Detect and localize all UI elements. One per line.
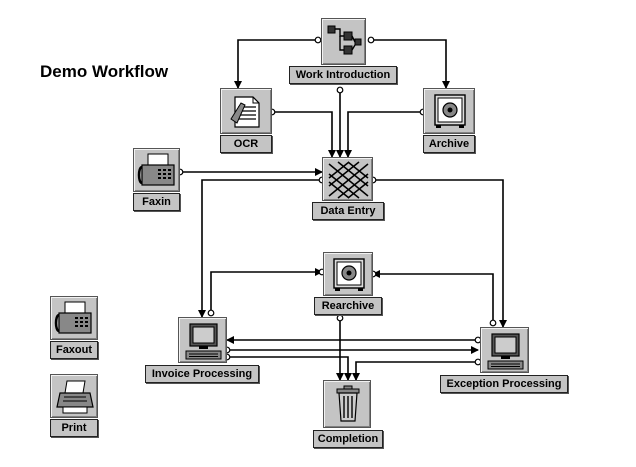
node-work-introduction[interactable]: Work Introduction — [289, 18, 397, 88]
node-label: OCR — [220, 135, 272, 153]
port — [336, 314, 344, 322]
page-title: Demo Workflow — [40, 62, 169, 81]
data-grid-icon — [322, 157, 373, 201]
fax-icon — [50, 296, 98, 340]
node-label: Data Entry — [312, 202, 384, 220]
scanner-document-icon — [220, 88, 272, 134]
node-data-entry[interactable]: Data Entry — [312, 157, 384, 223]
connector-exception-to-completion — [352, 361, 478, 381]
node-completion[interactable]: Completion — [313, 380, 383, 450]
computer-terminal-icon — [480, 327, 529, 373]
connector-invoice-to-completion — [227, 356, 352, 381]
node-faxout[interactable]: Faxout — [50, 296, 98, 362]
node-print[interactable]: Print — [50, 374, 98, 440]
port — [207, 309, 215, 317]
connector-invoice-to-rearchive — [210, 268, 323, 311]
flow-split-icon — [321, 18, 366, 65]
port — [489, 319, 497, 327]
node-label: Work Introduction — [289, 66, 397, 84]
connector-archive-to-dataentry — [344, 111, 423, 158]
trash-can-icon — [323, 380, 371, 428]
node-label: Faxin — [133, 193, 180, 211]
port — [367, 36, 375, 44]
node-archive[interactable]: Archive — [423, 88, 475, 156]
node-label: Print — [50, 419, 98, 437]
node-faxin[interactable]: Faxin — [133, 148, 180, 214]
node-label: Faxout — [50, 341, 98, 359]
connector-ocr-to-dataentry — [272, 111, 336, 158]
node-rearchive[interactable]: Rearchive — [314, 252, 382, 318]
port — [314, 36, 322, 44]
connector-exception-to-rearchive — [372, 270, 494, 321]
connector-work-to-ocr — [234, 39, 318, 89]
node-label: Completion — [313, 430, 383, 448]
connector-dataentry-to-exception — [373, 179, 507, 328]
port — [336, 86, 344, 94]
safe-icon — [323, 252, 373, 296]
safe-icon — [423, 88, 475, 134]
node-ocr[interactable]: OCR — [220, 88, 272, 156]
computer-terminal-icon — [178, 317, 227, 363]
node-label: Exception Processing — [440, 375, 568, 393]
connector-dataentry-to-invoice — [198, 179, 322, 318]
node-label: Invoice Processing — [145, 365, 259, 383]
printer-icon — [50, 374, 98, 418]
node-label: Rearchive — [314, 297, 382, 315]
node-label: Archive — [423, 135, 475, 153]
node-invoice-processing[interactable]: Invoice Processing — [145, 317, 259, 385]
fax-icon — [133, 148, 180, 192]
node-exception-processing[interactable]: Exception Processing — [440, 327, 568, 395]
connector-work-to-archive — [371, 39, 450, 89]
